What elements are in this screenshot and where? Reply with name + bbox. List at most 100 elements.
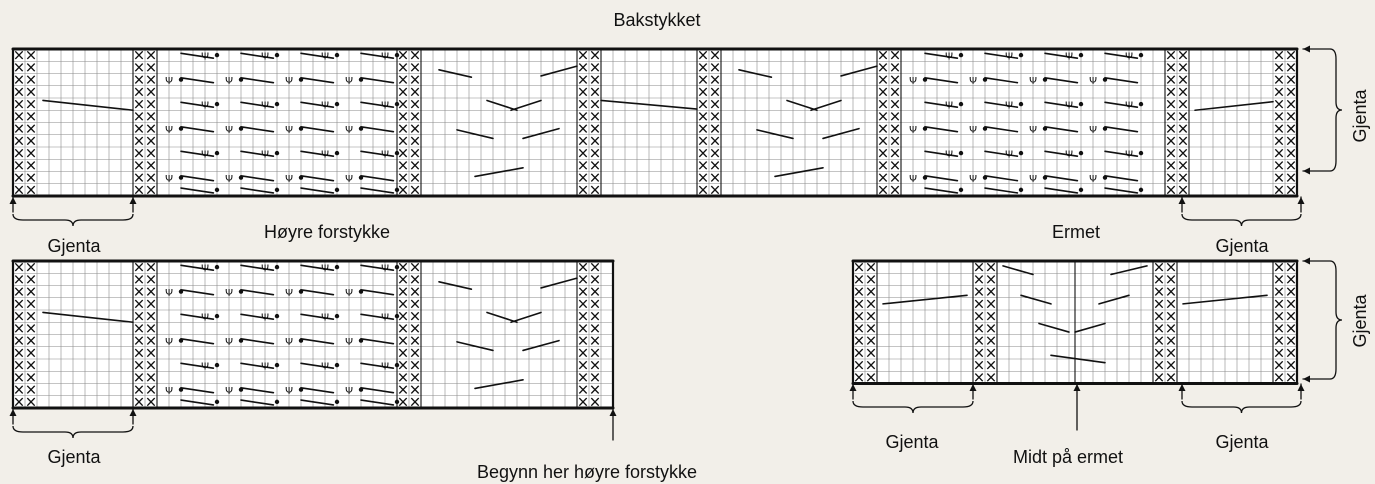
- cable-stroke: [438, 69, 473, 78]
- purl-cross-symbol: [590, 373, 600, 382]
- purl-cross-symbol: [878, 173, 888, 182]
- purl-cross-symbol: [878, 161, 888, 170]
- purl-cross-symbol: [1166, 336, 1176, 345]
- bobble-dot-symbol: [214, 264, 220, 270]
- purl-cross-symbol: [26, 99, 36, 109]
- purl-cross-symbol: [1154, 348, 1164, 358]
- cable-stroke: [1104, 187, 1139, 194]
- purl-cross-symbol: [26, 336, 36, 345]
- repeat-bracket: [852, 400, 974, 414]
- bobble-dot-symbol: [1018, 150, 1024, 156]
- purl-cross-symbol: [26, 324, 36, 333]
- bobble-dot-symbol: [958, 52, 964, 58]
- purl-cross-symbol: [134, 63, 144, 72]
- cable-stroke: [738, 69, 773, 78]
- purl-cross-symbol: [698, 99, 708, 109]
- purl-cross-symbol: [146, 87, 156, 97]
- purl-cross-symbol: [1166, 63, 1176, 72]
- purl-cross-symbol: [866, 348, 876, 358]
- purl-cross-symbol: [134, 373, 144, 382]
- cable-stroke: [810, 99, 842, 112]
- cable-stroke: [924, 125, 959, 133]
- bobble-dot-symbol: [274, 399, 280, 405]
- cable-stroke: [360, 337, 395, 345]
- cable-stroke: [240, 264, 275, 271]
- bobble-dot-symbol: [394, 150, 400, 156]
- purl-cross-symbol: [134, 385, 144, 394]
- bobble-dot-symbol: [958, 101, 964, 107]
- purl-cross-symbol: [974, 348, 984, 358]
- purl-cross-symbol: [26, 360, 36, 370]
- yarn-over-symbol: Ψ: [1089, 76, 1097, 87]
- purl-cross-symbol: [578, 336, 588, 345]
- yarn-over-symbol: Ψ: [909, 125, 917, 136]
- purl-cross-symbol: [1178, 124, 1188, 133]
- purl-cross-symbol: [710, 50, 720, 60]
- purl-cross-symbol: [134, 112, 144, 121]
- purl-cross-symbol: [146, 336, 156, 345]
- arrow-head: [1303, 257, 1310, 265]
- cable-stroke: [360, 101, 395, 108]
- cable-stroke: [1074, 322, 1106, 333]
- purl-cross-symbol: [866, 287, 876, 296]
- bobble-dot-symbol: [334, 362, 340, 368]
- purl-cross-symbol: [398, 275, 408, 284]
- purl-cross-symbol: [1274, 136, 1284, 146]
- purl-cross-symbol: [134, 50, 144, 60]
- cable-stroke: [1020, 294, 1052, 305]
- arrow-head: [849, 384, 857, 391]
- purl-cross-symbol: [1286, 63, 1296, 72]
- purl-cross-symbol: [590, 124, 600, 133]
- purl-cross-symbol: [1154, 324, 1164, 333]
- purl-cross-symbol: [866, 262, 876, 272]
- purl-cross-symbol: [134, 148, 144, 158]
- purl-cross-symbol: [890, 185, 900, 195]
- yarn-over-symbol: Ψ: [345, 337, 353, 348]
- purl-cross-symbol: [578, 75, 588, 84]
- purl-cross-symbol: [1274, 336, 1284, 345]
- purl-cross-symbol: [1274, 99, 1284, 109]
- cable-stroke: [180, 187, 215, 194]
- purl-cross-symbol: [1166, 185, 1176, 195]
- bobble-dot-symbol: [1018, 187, 1024, 193]
- yarn-over-symbol: Ψ: [969, 125, 977, 136]
- yarn-over-symbol: Ψ: [285, 337, 293, 348]
- purl-cross-symbol: [410, 348, 420, 358]
- purl-cross-symbol: [146, 373, 156, 382]
- purl-cross-symbol: [26, 161, 36, 170]
- cable-stroke: [474, 167, 524, 178]
- yarn-over-symbol: Ψ: [225, 125, 233, 136]
- purl-cross-symbol: [698, 124, 708, 133]
- purl-cross-symbol: [590, 185, 600, 195]
- arrow-head: [969, 384, 977, 391]
- arrow-head: [1303, 375, 1310, 383]
- purl-cross-symbol: [134, 87, 144, 97]
- cable-stroke: [984, 174, 1019, 182]
- yarn-over-symbol: Ψ: [165, 76, 173, 87]
- cable-stroke: [1182, 294, 1268, 305]
- purl-cross-symbol: [890, 124, 900, 133]
- cable-stroke: [540, 65, 578, 77]
- cable-stroke: [360, 174, 395, 182]
- yarn-over-symbol: Ψ: [1029, 76, 1037, 87]
- yarn-over-symbol: Ψ: [165, 125, 173, 136]
- bobble-dot-symbol: [214, 362, 220, 368]
- purl-cross-symbol: [26, 124, 36, 133]
- cable-stroke: [300, 264, 335, 271]
- bobble-dot-symbol: [958, 150, 964, 156]
- purl-cross-symbol: [1286, 185, 1296, 195]
- purl-cross-symbol: [1286, 275, 1296, 284]
- cable-stroke: [1038, 322, 1070, 333]
- purl-cross-symbol: [14, 348, 24, 358]
- purl-cross-symbol: [398, 397, 408, 407]
- purl-cross-symbol: [698, 63, 708, 72]
- purl-cross-symbol: [1154, 336, 1164, 345]
- bobble-dot-symbol: [1138, 187, 1144, 193]
- bobble-dot-symbol: [274, 150, 280, 156]
- cable-stroke: [1044, 101, 1079, 108]
- purl-cross-symbol: [398, 173, 408, 182]
- purl-cross-symbol: [878, 63, 888, 72]
- purl-cross-symbol: [1274, 262, 1284, 272]
- purl-cross-symbol: [134, 161, 144, 170]
- purl-cross-symbol: [986, 275, 996, 284]
